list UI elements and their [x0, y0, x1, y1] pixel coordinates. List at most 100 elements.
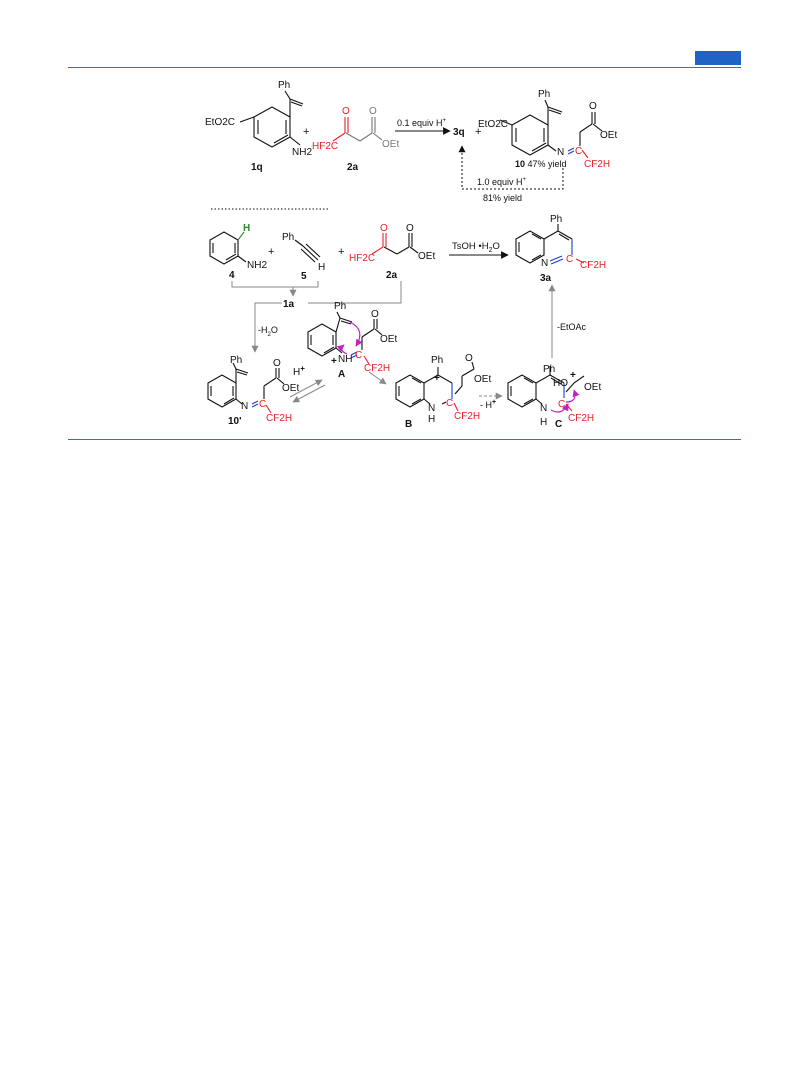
5-phenyl: Ph	[282, 232, 294, 243]
10p-carbon-c: C	[259, 399, 266, 410]
10-ester-group: EtO2C	[478, 119, 508, 130]
c-carbon-c: C	[558, 399, 565, 410]
c-cf-group: CF2H	[568, 413, 594, 424]
10-label-yield: 10 47% yield	[515, 159, 567, 169]
b-label: B	[405, 419, 412, 430]
1q-phenyl-label: Ph	[278, 80, 290, 91]
a-electron-arrow-2	[336, 344, 348, 355]
10-oet: OEt	[600, 130, 617, 141]
a-iminium-nh: NH	[338, 354, 352, 365]
3a-label: 3a	[540, 273, 552, 284]
top-arrow-condition: 0.1 equiv H+	[397, 118, 447, 128]
b-carbonyl-o: O	[465, 353, 473, 364]
10-cf-group: CF2H	[584, 159, 610, 170]
header-corner-tab	[695, 51, 741, 65]
header-rule	[68, 67, 741, 68]
minus-proton: - H+	[480, 399, 496, 410]
2a-bottom-label: 2a	[386, 270, 398, 281]
10p-imine-n: N	[241, 401, 248, 412]
2a-bottom-ketone-o: O	[380, 223, 388, 234]
2a-top-ester-o: O	[369, 106, 377, 117]
minus-ethyl-acetate: -EtOAc	[557, 322, 587, 332]
a-oet: OEt	[380, 334, 397, 345]
3a-carbon-c: C	[566, 254, 573, 265]
plus-sign-2: +	[475, 126, 481, 138]
4-label: 4	[229, 270, 235, 281]
2a-bottom-cf-group: HF2C	[349, 253, 375, 264]
footer-rule	[68, 439, 741, 440]
b-cf-group: CF2H	[454, 411, 480, 422]
4-amine: NH2	[247, 260, 267, 271]
10-imine-n: N	[557, 147, 564, 158]
intermediate-c	[507, 366, 585, 412]
c-phenyl: Ph	[543, 364, 555, 375]
intermediate-a	[307, 311, 383, 365]
equilibrium-forward	[289, 379, 323, 398]
b-oet: OEt	[474, 374, 491, 385]
c-amine-n: N	[540, 403, 547, 414]
b-amine-h: H	[428, 414, 435, 425]
loop-condition: 1.0 equiv H+	[477, 177, 527, 187]
plus-sign-4: +	[338, 246, 344, 258]
b-phenyl: Ph	[431, 355, 443, 366]
minus-water: -H2O	[258, 325, 278, 338]
compound-10	[499, 99, 603, 159]
1q-amine-label: NH2	[292, 147, 312, 158]
2a-bottom-ester-o: O	[406, 223, 414, 234]
c-hydroxy: HO	[553, 378, 568, 389]
10-carbon-c: C	[575, 146, 582, 157]
alkyne-5	[294, 239, 321, 263]
a-carbon-c: C	[355, 350, 362, 361]
product-3q-label: 3q	[453, 127, 465, 138]
5-label: 5	[301, 271, 307, 282]
product-3a	[515, 224, 585, 265]
10p-phenyl: Ph	[230, 355, 242, 366]
10-phenyl-label: Ph	[538, 89, 550, 100]
3a-ring-n: N	[541, 258, 548, 269]
imine-1a-label: 1a	[283, 299, 295, 310]
arrow-a-to-b	[368, 371, 387, 385]
1q-label: 1q	[251, 162, 263, 173]
compound-1q	[239, 90, 304, 148]
2a-top-label: 2a	[347, 162, 359, 173]
a-carbonyl-o: O	[371, 309, 379, 320]
1q-ester-group: EtO2C	[205, 117, 235, 128]
c-oxocarbenium-charge: +	[570, 370, 576, 381]
connector-2a-1a	[308, 281, 402, 304]
a-protonation: H+	[293, 364, 305, 378]
compound-2a-top	[332, 117, 383, 142]
a-label: A	[338, 369, 345, 380]
c-electron-arrow-2	[565, 389, 580, 403]
connector-4-5	[231, 281, 319, 288]
plus-sign-1: +	[303, 126, 309, 138]
plus-sign-3: +	[268, 246, 274, 258]
compound-4	[209, 231, 247, 265]
arrow-1a-to-10prime	[251, 302, 282, 353]
c-label: C	[555, 419, 562, 430]
10p-oet: OEt	[282, 383, 299, 394]
equilibrium-reverse	[292, 384, 326, 403]
3a-phenyl: Ph	[550, 214, 562, 225]
a-phenyl: Ph	[334, 301, 346, 312]
main-arrow-condition: TsOH •H2O	[452, 241, 500, 254]
10-carbonyl-o: O	[589, 101, 597, 112]
loop-yield: 81% yield	[483, 193, 522, 203]
b-amine-n: N	[428, 403, 435, 414]
b-carbocation: +	[434, 373, 440, 384]
10p-label: 10'	[228, 416, 242, 427]
b-carbon-c: C	[446, 398, 453, 409]
2a-top-cf-group: HF2C	[312, 141, 338, 152]
a-cf-group: CF2H	[364, 363, 390, 374]
10p-cf-group: CF2H	[266, 413, 292, 424]
a-electron-arrow	[349, 321, 363, 347]
2a-top-ketone-o: O	[342, 106, 350, 117]
2a-bottom-oet: OEt	[418, 251, 435, 262]
a-charge: +	[331, 356, 337, 367]
5-terminal-h: H	[318, 262, 325, 273]
intermediate-b	[395, 361, 475, 412]
10p-carbonyl-o: O	[273, 358, 281, 369]
compound-2a-bottom	[371, 233, 419, 255]
3a-cf-group: CF2H	[580, 260, 606, 271]
c-electron-arrow	[550, 403, 569, 413]
